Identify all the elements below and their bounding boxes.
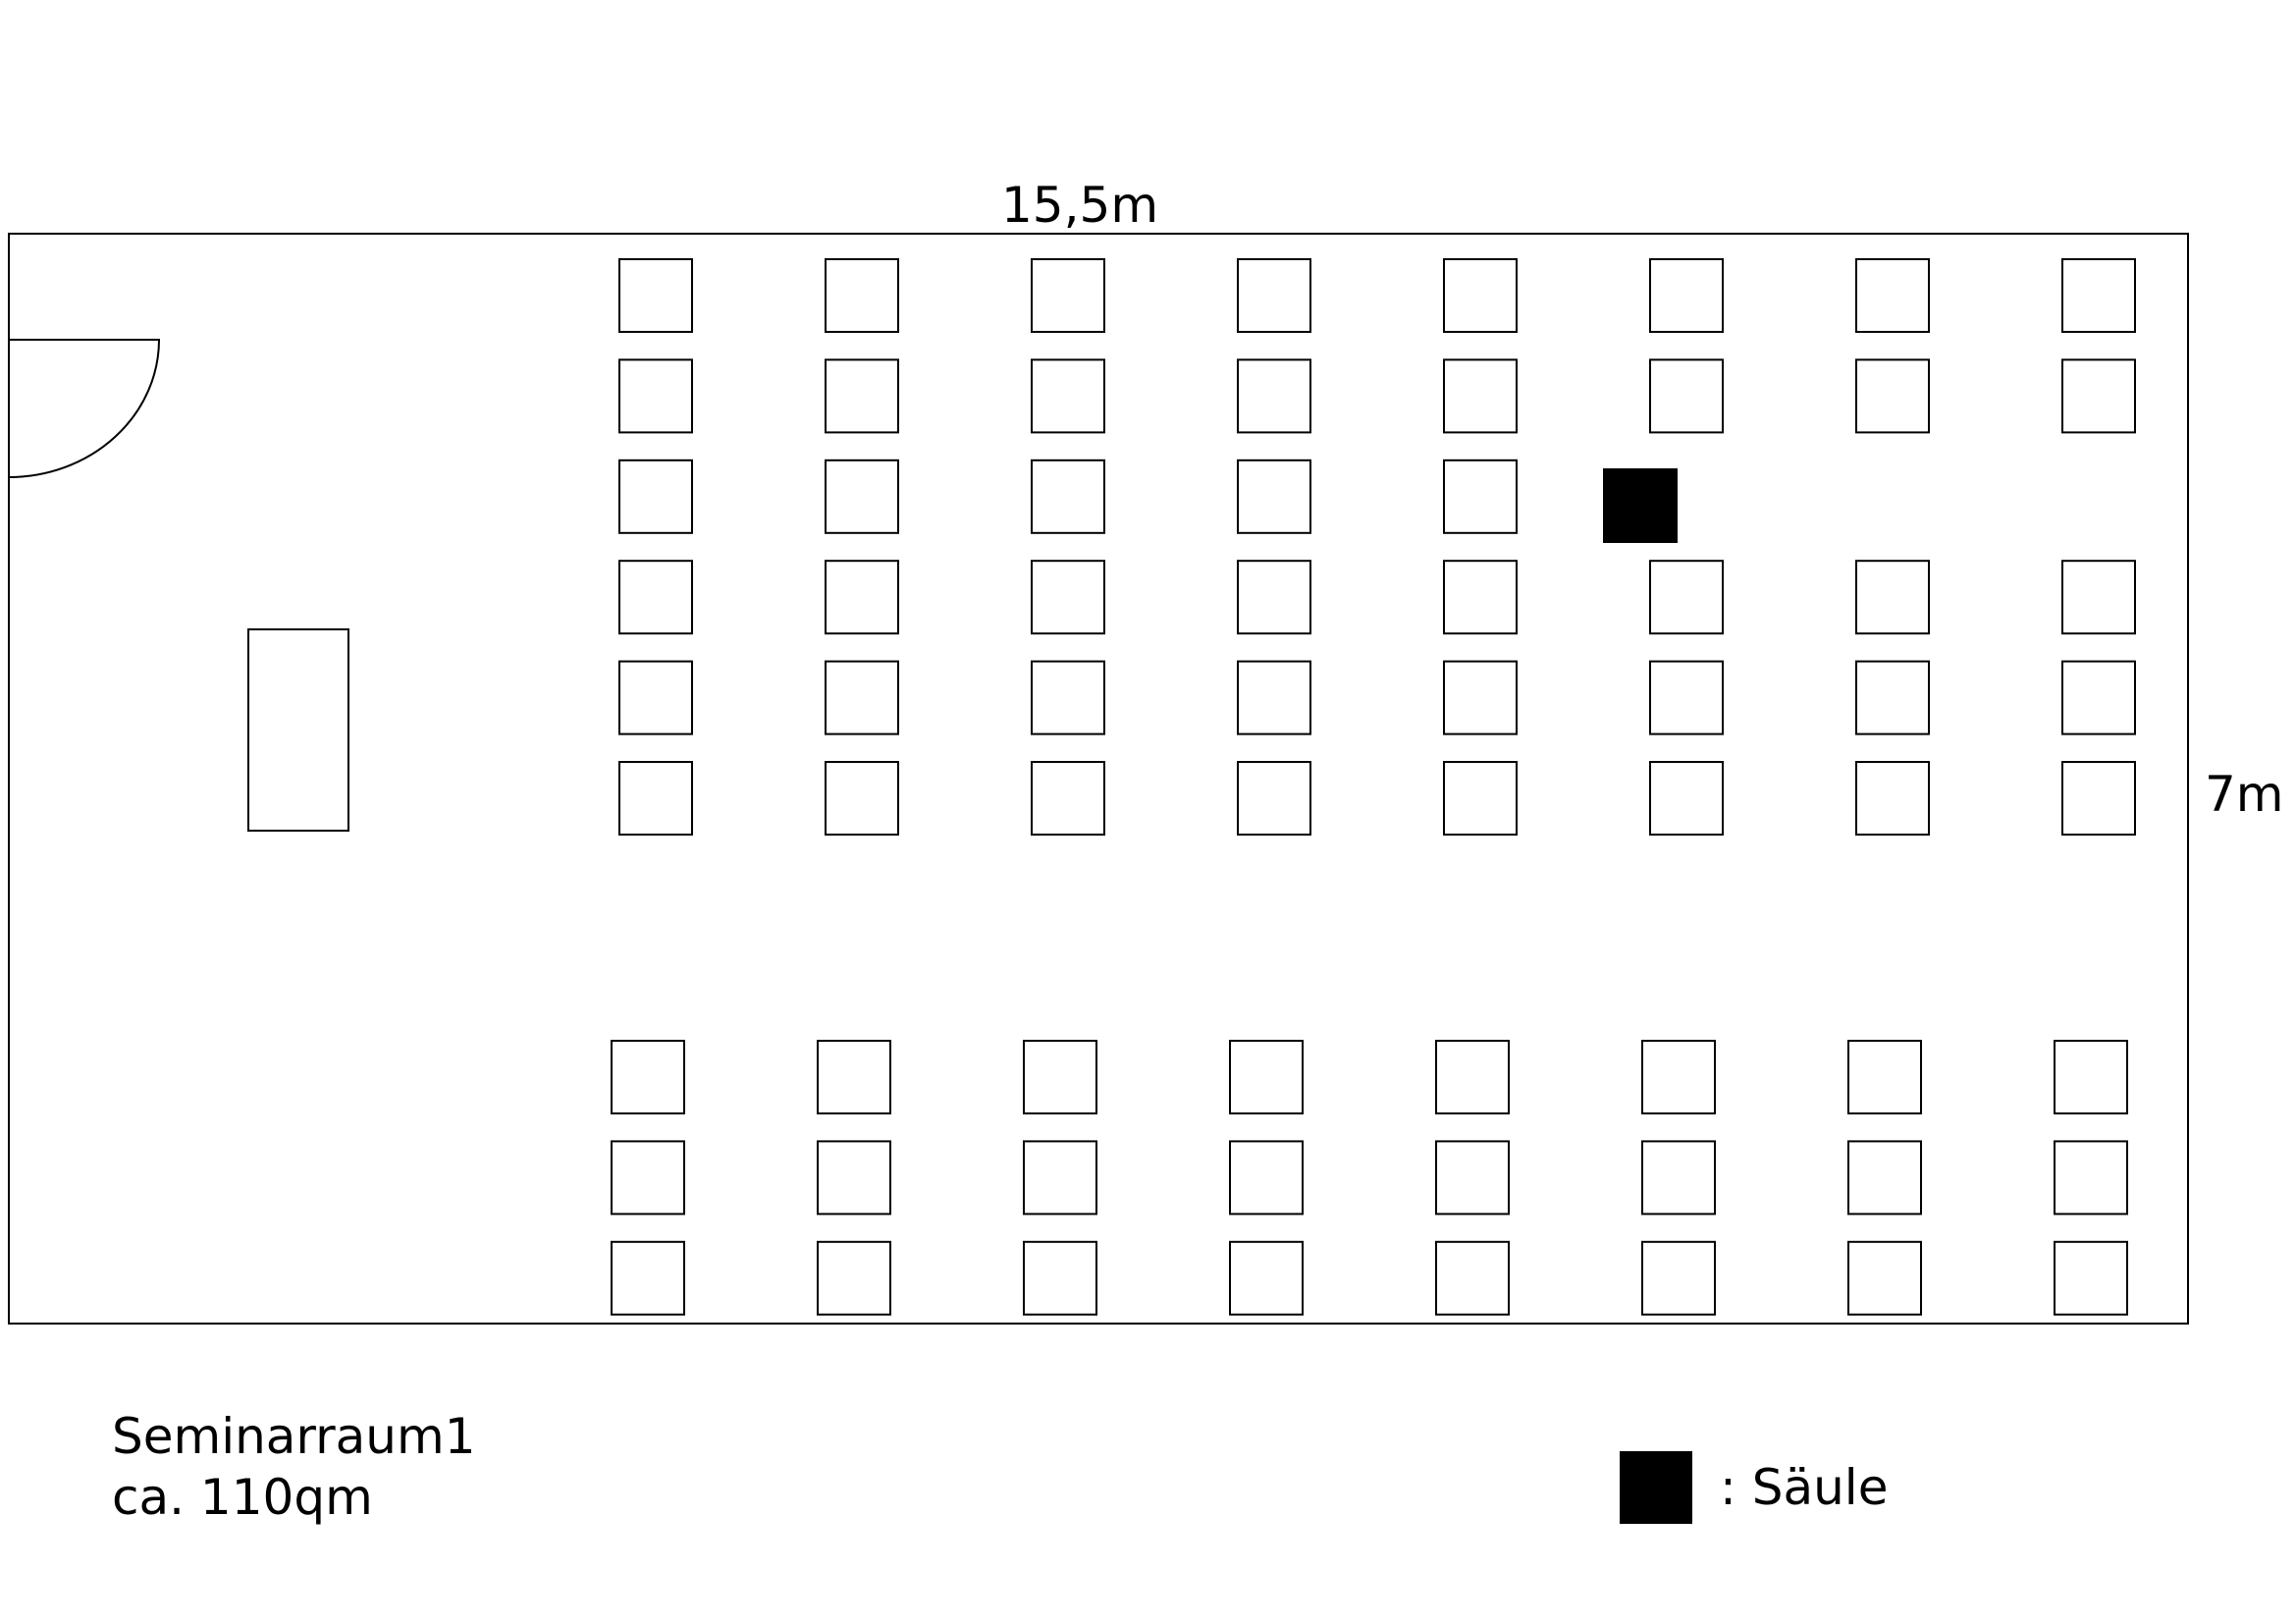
- seat: [1237, 358, 1311, 434]
- seat: [1649, 560, 1724, 635]
- seat: [1855, 358, 1930, 434]
- seat: [618, 358, 693, 434]
- pillar-legend-swatch: [1620, 1451, 1692, 1524]
- seat: [1443, 660, 1518, 735]
- seat: [2061, 761, 2136, 836]
- seat: [1855, 761, 1930, 836]
- seat: [2061, 358, 2136, 434]
- seat: [1847, 1040, 1922, 1114]
- seat: [618, 459, 693, 534]
- seat: [1229, 1240, 1304, 1316]
- seat: [1237, 459, 1311, 534]
- seat: [825, 761, 899, 836]
- seat: [1023, 1240, 1097, 1316]
- seat: [1847, 1240, 1922, 1316]
- pillar: [1603, 468, 1678, 543]
- seat: [2061, 258, 2136, 333]
- seat: [1649, 258, 1724, 333]
- seat: [611, 1140, 685, 1216]
- pillar-legend-label: : Säule: [1720, 1459, 1889, 1516]
- seat: [1031, 358, 1105, 434]
- seat: [1649, 660, 1724, 735]
- seat: [1435, 1140, 1510, 1216]
- lower-seating-block: [611, 1040, 2128, 1316]
- seat: [611, 1240, 685, 1316]
- seat: [817, 1140, 891, 1216]
- seat: [2061, 560, 2136, 635]
- seat: [618, 660, 693, 735]
- seat: [1443, 258, 1518, 333]
- seat: [2061, 660, 2136, 735]
- seat: [2054, 1040, 2128, 1114]
- seat: [1229, 1140, 1304, 1216]
- lectern-table: [247, 628, 349, 832]
- seat: [825, 660, 899, 735]
- seat: [1237, 761, 1311, 836]
- room-width-label: 15,5m: [1001, 177, 1159, 234]
- room-outline: [8, 233, 2189, 1325]
- seat: [1031, 258, 1105, 333]
- room-info: Seminarraum1 ca. 110qm: [112, 1406, 476, 1528]
- seat: [1649, 358, 1724, 434]
- room-name: Seminarraum1: [112, 1408, 476, 1465]
- seat: [825, 459, 899, 534]
- seat: [825, 560, 899, 635]
- seat: [1229, 1040, 1304, 1114]
- legend: : Säule: [1620, 1451, 1888, 1524]
- seat: [1443, 761, 1518, 836]
- seat: [1435, 1240, 1510, 1316]
- seat: [1855, 660, 1930, 735]
- seat: [1855, 258, 1930, 333]
- seat: [1031, 459, 1105, 534]
- seat: [1023, 1140, 1097, 1216]
- seat: [1237, 660, 1311, 735]
- seat: [1443, 358, 1518, 434]
- seat: [611, 1040, 685, 1114]
- seat: [1641, 1240, 1716, 1316]
- seat: [1855, 560, 1930, 635]
- seat: [1443, 560, 1518, 635]
- seat: [618, 258, 693, 333]
- seat: [618, 761, 693, 836]
- seat: [1847, 1140, 1922, 1216]
- seat: [825, 358, 899, 434]
- seat: [1237, 560, 1311, 635]
- seat: [817, 1240, 891, 1316]
- room-height-label: 7m: [2205, 766, 2284, 823]
- seat: [1031, 560, 1105, 635]
- seat: [1641, 1040, 1716, 1114]
- seat: [1641, 1140, 1716, 1216]
- seat: [817, 1040, 891, 1114]
- seat: [2054, 1240, 2128, 1316]
- seat: [1443, 459, 1518, 534]
- seat: [1023, 1040, 1097, 1114]
- seat: [1237, 258, 1311, 333]
- door-swing: [8, 339, 161, 478]
- seat: [2054, 1140, 2128, 1216]
- seat: [1435, 1040, 1510, 1114]
- seat: [825, 258, 899, 333]
- seat: [1031, 761, 1105, 836]
- seat: [1031, 660, 1105, 735]
- room-area: ca. 110qm: [112, 1469, 373, 1526]
- upper-seating-block: [618, 258, 2136, 836]
- seat: [1649, 761, 1724, 836]
- seat: [618, 560, 693, 635]
